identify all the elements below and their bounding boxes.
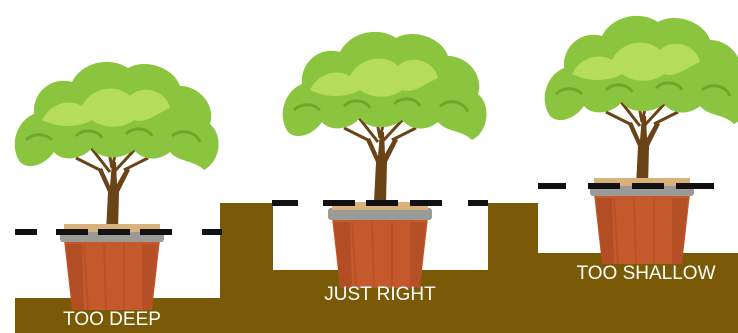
pot-too-shallow (590, 178, 694, 264)
pot-just-right (328, 202, 432, 288)
panel-too-shallow: TOO SHALLOW (538, 16, 738, 284)
tree-too-shallow (545, 16, 738, 186)
pot-too-deep (60, 224, 164, 310)
tree-too-deep (15, 62, 219, 232)
panel-too-deep: TOO DEEP (15, 62, 222, 330)
panel-just-right: JUST RIGHT (272, 32, 488, 305)
label-too-deep: TOO DEEP (63, 309, 161, 330)
tree-just-right (283, 32, 487, 202)
soil-line-dashes-too-deep (15, 229, 222, 235)
label-just-right: JUST RIGHT (324, 284, 436, 305)
soil-line-dashes-just-right (272, 200, 488, 206)
label-too-shallow: TOO SHALLOW (576, 263, 715, 284)
